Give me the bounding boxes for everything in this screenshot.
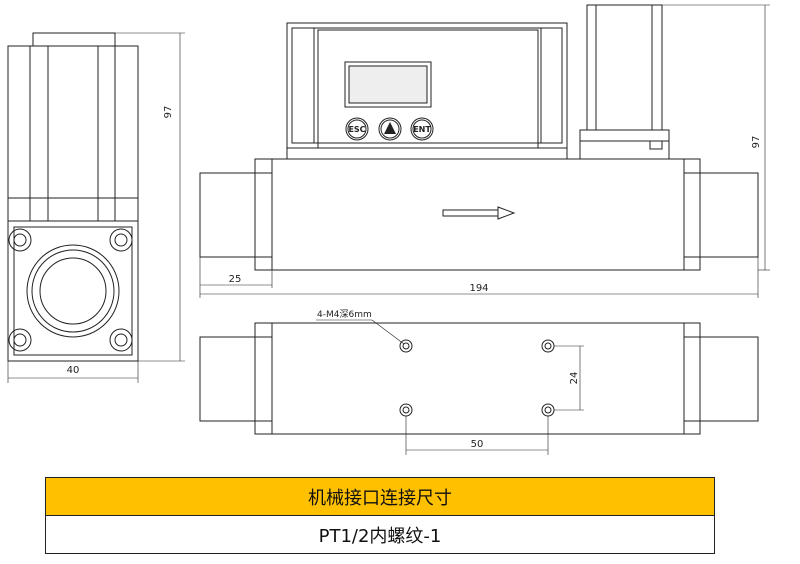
up-triangle-icon [384, 122, 396, 134]
mount-hole-icon [399, 403, 413, 417]
spec-table-header: 机械接口连接尺寸 [45, 477, 715, 516]
bolt-icon [109, 228, 133, 252]
mount-hole-icon [541, 339, 555, 353]
ent-button [410, 117, 434, 141]
esc-button-label: ESC [348, 125, 365, 134]
front-view [199, 4, 770, 298]
spec-table-value: PT1/2内螺纹-1 [45, 515, 715, 554]
spec-table: 机械接口连接尺寸 PT1/2内螺纹-1 [45, 477, 715, 554]
bolt-icon [8, 328, 32, 352]
display-screen [344, 61, 432, 108]
hole-spacing-h-dim: 50 [471, 439, 484, 450]
mount-hole-icon [399, 339, 413, 353]
right-arrow-icon [442, 206, 516, 220]
bottom-view [199, 319, 759, 455]
esc-button [345, 117, 369, 141]
ent-button-label: ENT [413, 125, 431, 134]
total-length-dim: 194 [469, 283, 488, 294]
hole-spacing-v-dim: 24 [569, 372, 580, 385]
up-button [378, 117, 402, 141]
mount-holes-callout: 4-M4深6mm [317, 309, 372, 320]
mount-hole-icon [541, 403, 555, 417]
side-view [7, 32, 185, 383]
side-height-dim: 97 [163, 106, 174, 119]
front-height-dim: 97 [751, 136, 762, 149]
bolt-icon [8, 228, 32, 252]
inlet-length-dim: 25 [229, 274, 242, 285]
bolt-icon [109, 328, 133, 352]
side-width-dim: 40 [67, 365, 80, 376]
